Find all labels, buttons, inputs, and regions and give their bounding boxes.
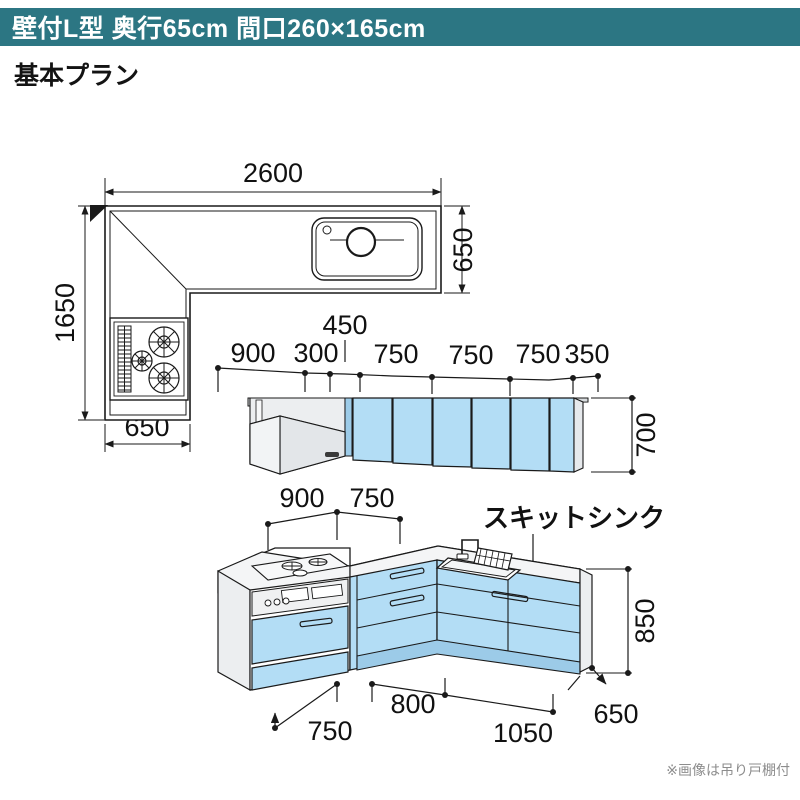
dim-300-wall-label: 300: [293, 338, 338, 368]
sink-label-group: スキットシンク: [483, 503, 665, 566]
dim-1650-label: 1650: [50, 283, 80, 343]
dim-350-wall-label: 350: [564, 339, 609, 369]
header-banner: 壁付L型 奥行65cm 間口260×165cm: [0, 8, 800, 46]
cooktop-control-panel: [264, 583, 344, 607]
burner-large-1: [148, 326, 180, 358]
dim-1050-bottom: 1050: [493, 694, 556, 748]
range-hood: [249, 415, 346, 475]
dim-2600-label: 2600: [243, 158, 303, 188]
footnote-text: ※画像は吊り戸棚付: [666, 762, 790, 778]
plan-cooktop: [109, 317, 189, 401]
base-sink: [435, 539, 522, 581]
dim-750-bottom: 750: [270, 681, 353, 746]
dim-900-wall-label: 900: [230, 338, 275, 368]
dim-850: 850: [586, 566, 660, 676]
dim-650-bottom-label: 650: [593, 699, 638, 729]
base-cooktop: [250, 553, 350, 581]
plan-sink: [311, 217, 423, 281]
wall-cabinets-group: 700: [247, 395, 661, 475]
base-cabinets-group: 850 650: [217, 539, 660, 729]
dim-850-label: 850: [630, 598, 660, 643]
page-title: 壁付L型 奥行65cm 間口260×165cm: [12, 15, 426, 43]
dim-2600: 2600: [104, 158, 442, 206]
dim-1050-bottom-label: 1050: [493, 718, 553, 748]
dim-750c-wall-label: 750: [515, 339, 560, 369]
plan-subtitle: 基本プラン: [14, 62, 140, 90]
dim-800-bottom-label: 800: [390, 689, 435, 719]
dim-650-bottom: 650: [567, 665, 639, 729]
drainer-basket: [473, 547, 513, 571]
countertop-dims: 900 750: [265, 483, 403, 550]
base-bottom-dims: 750 800 1050: [270, 678, 556, 748]
dim-750-bottom-label: 750: [307, 716, 352, 746]
sink-label: スキットシンク: [483, 503, 665, 533]
dim-750-top-label: 750: [349, 483, 394, 513]
dim-750a-wall-label: 750: [373, 339, 418, 369]
dim-700: 700: [591, 395, 661, 475]
dim-650-plan-right: 650: [444, 205, 478, 294]
dim-900-top-label: 900: [279, 483, 324, 513]
dim-700-label: 700: [631, 412, 661, 457]
wall-cabinet-dims: 900 300 450 750 750 750 350: [215, 310, 610, 396]
plan-view-group: 2600 1650 650 650: [50, 158, 478, 452]
dim-450-wall-label: 450: [322, 310, 367, 340]
burner-small: [131, 350, 153, 372]
dim-750b-wall-label: 750: [448, 340, 493, 370]
dim-1650: 1650: [50, 205, 104, 421]
dim-800-bottom: 800: [369, 678, 554, 719]
dim-650-plan-right-label: 650: [448, 227, 478, 272]
burner-large-2: [148, 362, 180, 394]
